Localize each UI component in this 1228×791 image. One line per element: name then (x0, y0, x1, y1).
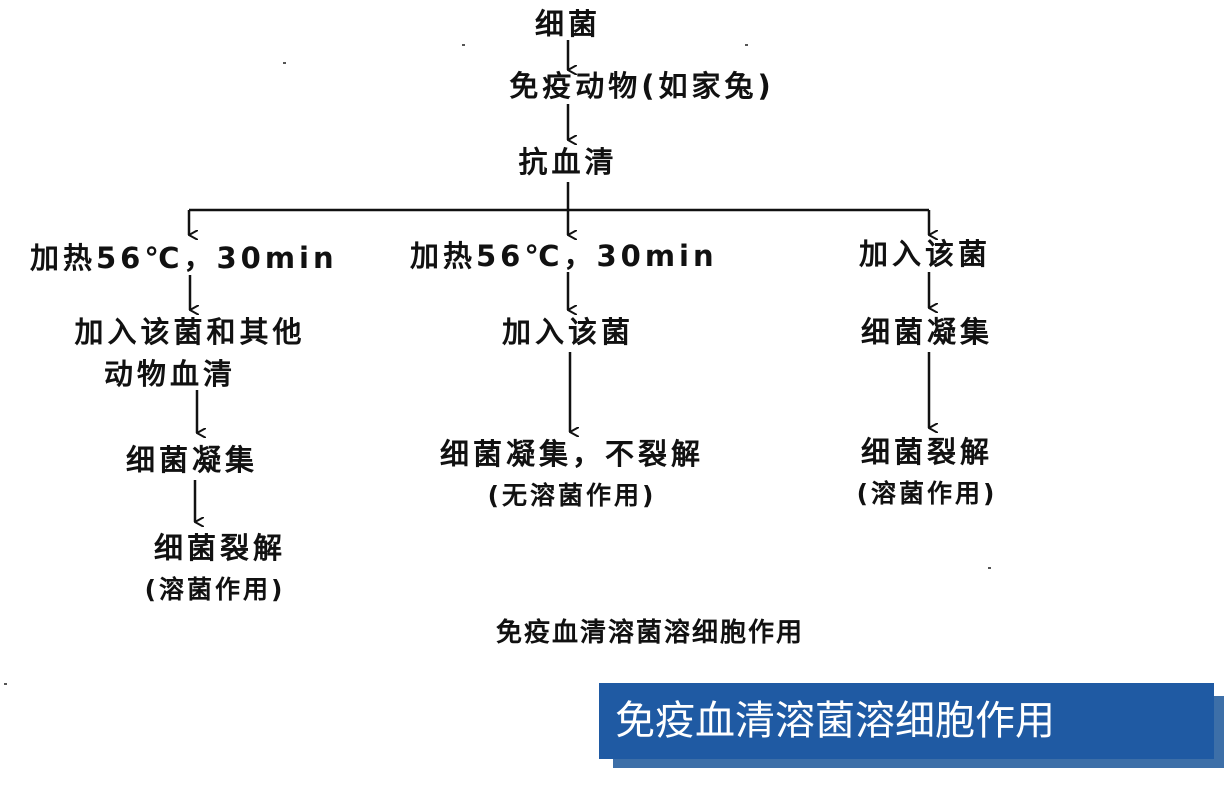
scan-speck (988, 567, 991, 569)
middle-step-heat: 加热56℃，30min (410, 239, 718, 273)
scan-speck (745, 44, 748, 46)
node-antiserum: 抗血清 (518, 145, 618, 179)
right-step-agglutination: 细菌凝集 (860, 315, 994, 349)
left-step-add-bacteria: 加入该菌和其他 (74, 315, 306, 349)
title-banner: 免疫血清溶菌溶细胞作用 (599, 683, 1214, 759)
right-step-bacteriolysis: (溶菌作用) (856, 479, 998, 508)
left-step-bacteriolysis: (溶菌作用) (144, 575, 286, 604)
middle-step-add-bacteria: 加入该菌 (501, 315, 635, 349)
scan-speck (4, 683, 7, 685)
right-step-add-bacteria: 加入该菌 (858, 237, 992, 271)
scan-speck (462, 44, 465, 46)
middle-step-agglutination-no-lysis: 细菌凝集，不裂解 (439, 437, 705, 471)
left-step-heat: 加热56℃，30min (30, 241, 338, 275)
left-step-agglutination: 细菌凝集 (125, 443, 259, 477)
diagram-caption: 免疫血清溶菌溶细胞作用 (495, 618, 805, 648)
middle-step-no-bacteriolysis: (无溶菌作用) (487, 481, 657, 510)
node-immune-animal: 免疫动物(如家兔) (509, 69, 775, 103)
right-step-lysis: 细菌裂解 (860, 435, 994, 469)
left-step-lysis: 细菌裂解 (153, 531, 287, 565)
left-step-animal-serum: 动物血清 (103, 357, 237, 391)
scan-speck (283, 62, 286, 64)
node-bacteria: 细菌 (534, 7, 602, 41)
